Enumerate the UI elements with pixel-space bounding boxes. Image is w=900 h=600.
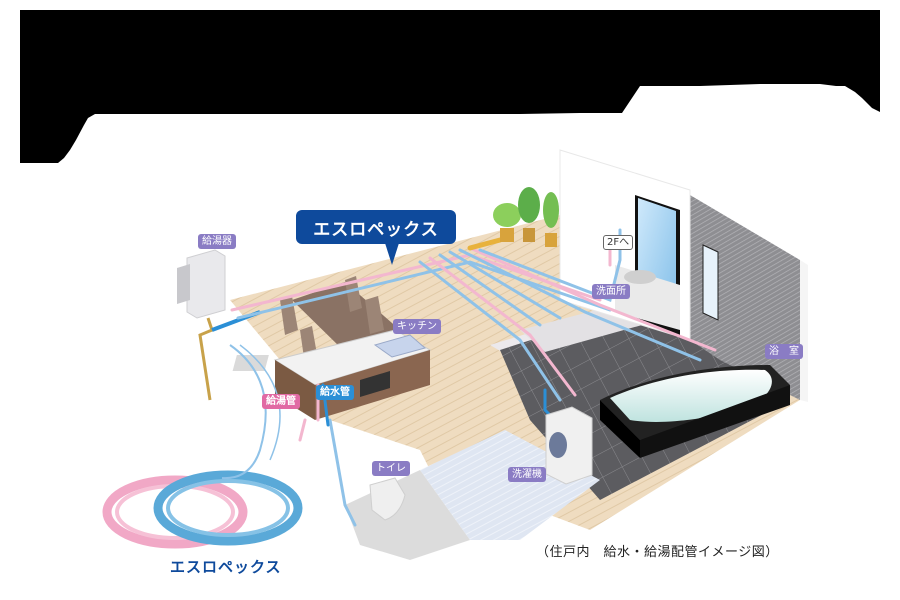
callout-pointer — [385, 243, 399, 265]
label-washing-machine: 洗濯機 — [508, 467, 546, 482]
label-cold-water-pipe: 給水管 — [316, 385, 354, 400]
label-kitchen: キッチン — [393, 319, 441, 334]
label-bathroom: 浴 室 — [765, 344, 803, 359]
label-to-2f: 2Fへ — [603, 235, 634, 250]
label-hot-water-pipe: 給湯管 — [262, 394, 300, 409]
diagram-caption: （住戸内 給水・給湯配管イメージ図） — [536, 545, 779, 560]
product-callout: エスロペックス — [296, 210, 456, 244]
product-logo: エスロペックス — [170, 558, 282, 576]
label-water-heater: 給湯器 — [198, 234, 236, 249]
label-washroom: 洗面所 — [592, 284, 630, 299]
redaction-mask — [20, 10, 880, 163]
callout-text: エスロペックス — [313, 219, 439, 240]
label-toilet: トイレ — [372, 461, 410, 476]
